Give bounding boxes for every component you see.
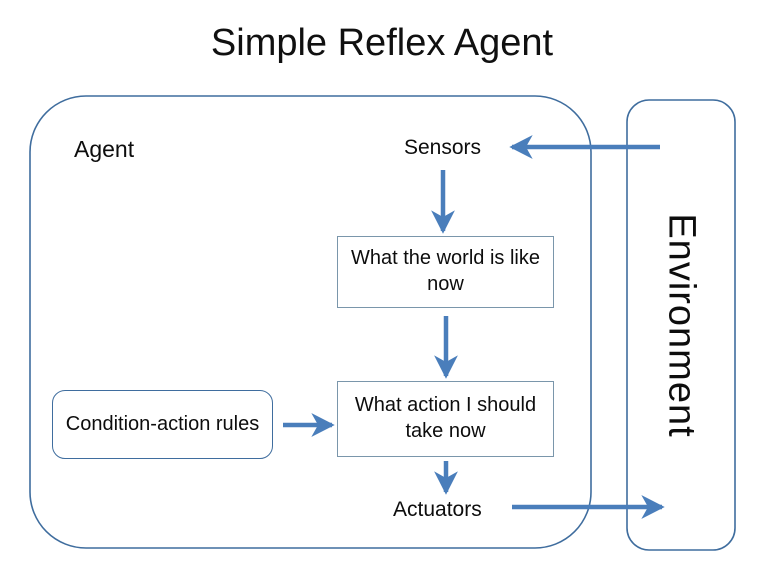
action-choice-box-label: What action I should take now [354,394,537,442]
action-choice-box: What action I should take now [337,381,554,457]
condition-action-rules-box-label: Condition-action rules [65,412,260,435]
diagram-title: Simple Reflex Agent [210,22,554,64]
agent-container-outline [29,95,592,549]
world-state-box-label: What the world is like now [351,247,540,295]
actuators-label: Actuators [393,498,482,521]
environment-container-outline [626,99,736,551]
agent-container-label: Agent [74,136,135,162]
sensors-label: Sensors [404,136,482,159]
condition-action-rules-box: Condition-action rules [52,390,273,459]
world-state-box: What the world is like now [337,236,554,308]
